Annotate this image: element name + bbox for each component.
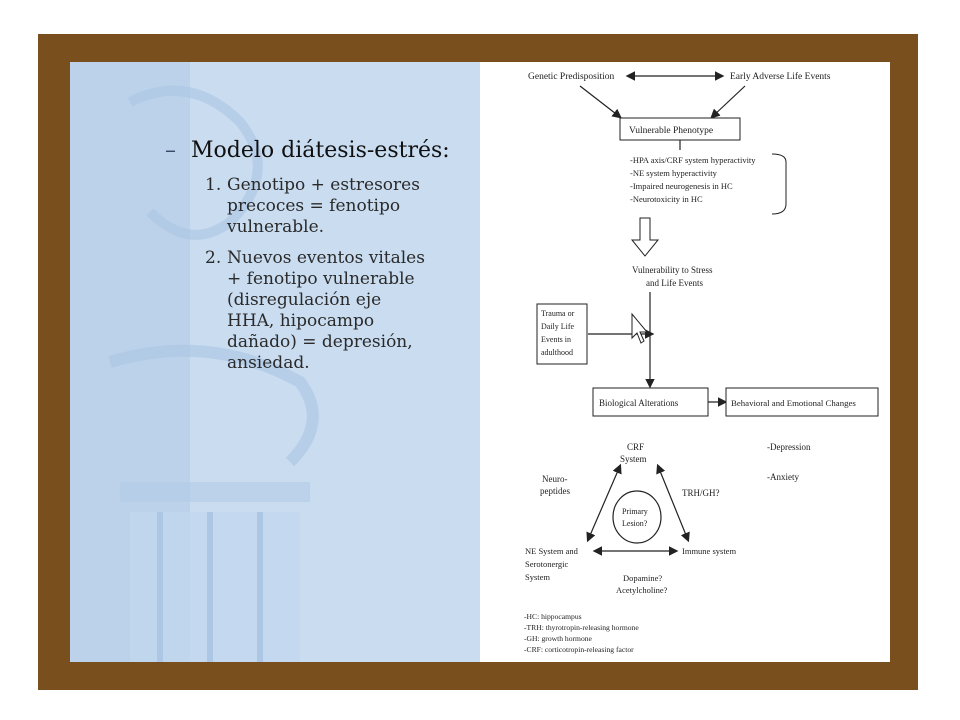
- lesion-line-1: Primary: [622, 507, 648, 516]
- biological-alterations-label: Biological Alterations: [599, 398, 679, 408]
- trauma-box: [536, 303, 588, 365]
- dopamine-line-2: Acetylcholine?: [616, 585, 668, 595]
- alteration-item: -Neurotoxicity in HC: [630, 194, 703, 204]
- neuropeptides-line-1: Neuro-: [542, 474, 568, 484]
- crf-line-2: System: [620, 454, 647, 464]
- legend-item: -CRF: corticotropin-releasing factor: [524, 645, 634, 654]
- behavioral-changes-label: Behavioral and Emotional Changes: [731, 398, 856, 408]
- triangle-edge-left: [586, 463, 622, 543]
- list-item: 2. Nuevos eventos vitales + fenotipo vul…: [205, 248, 495, 374]
- item-number: 2.: [205, 248, 222, 268]
- down-block-arrow: [630, 217, 660, 257]
- diagram-panel: Genetic Predisposition Early Adverse Lif…: [480, 62, 890, 662]
- legend-item: -TRH: thyrotropin-releasing hormone: [524, 623, 639, 632]
- vulnerable-phenotype-label: Vulnerable Phenotype: [629, 126, 713, 136]
- trauma-line: adulthood: [541, 348, 573, 357]
- behavioral-changes-box: [725, 387, 879, 417]
- item-text: Nuevos eventos vitales + fenotipo vulner…: [227, 248, 425, 373]
- dopamine-line-1: Dopamine?: [623, 573, 662, 583]
- slide-text: – Modelo diátesis-estrés: 1. Genotipo + …: [165, 137, 495, 384]
- cursor-icon: [631, 312, 649, 344]
- legend-item: -HC: hippocampus: [524, 612, 582, 621]
- dash-bullet: –: [165, 138, 176, 163]
- neuropeptides-line-2: peptides: [540, 486, 570, 496]
- lesion-line-2: Lesion?: [622, 519, 648, 528]
- genetic-predisposition-label: Genetic Predisposition: [528, 72, 615, 82]
- depression-label: -Depression: [767, 442, 811, 452]
- arrow-early-phenotype: [710, 85, 746, 119]
- alteration-item: -NE system hyperactivity: [630, 168, 718, 178]
- slide-heading: – Modelo diátesis-estrés:: [165, 137, 495, 165]
- arrow-genetic-phenotype: [579, 85, 622, 119]
- numbered-list: 1. Genotipo + estresores precoces = feno…: [165, 175, 495, 374]
- alteration-item: -Impaired neurogenesis in HC: [630, 181, 733, 191]
- triangle-edge-right: [656, 463, 690, 543]
- immune-system-label: Immune system: [682, 546, 736, 556]
- diathesis-stress-diagram: Genetic Predisposition Early Adverse Lif…: [524, 71, 879, 654]
- early-adverse-events-label: Early Adverse Life Events: [730, 71, 831, 82]
- column-decoration-image: [70, 62, 319, 662]
- primary-lesion-circle: [612, 490, 662, 544]
- trauma-line: Daily Life: [541, 322, 575, 331]
- item-text: Genotipo + estresores precoces = fenotip…: [227, 175, 420, 237]
- heading-text: Modelo diátesis-estrés:: [191, 138, 450, 163]
- trauma-line: Events in: [541, 335, 571, 344]
- alteration-item: -HPA axis/CRF system hyperactivity: [630, 155, 756, 165]
- list-item: 1. Genotipo + estresores precoces = feno…: [205, 175, 495, 238]
- ne-system-line: Serotonergic: [525, 559, 569, 569]
- crf-line-1: CRF: [627, 442, 644, 452]
- item-number: 1.: [205, 175, 222, 195]
- architectural-background: [70, 62, 480, 662]
- vulnerability-line-1: Vulnerability to Stress: [632, 265, 713, 275]
- legend-item: -GH: growth hormone: [524, 634, 593, 643]
- anxiety-label: -Anxiety: [767, 472, 799, 482]
- curly-brace: [771, 153, 787, 215]
- ne-system-line: NE System and: [525, 546, 579, 556]
- trauma-line: Trauma or: [541, 309, 575, 318]
- trh-gh-label: TRH/GH?: [682, 488, 720, 498]
- ne-system-line: System: [525, 572, 550, 582]
- vulnerability-line-2: and Life Events: [646, 278, 703, 288]
- slide-canvas: Genetic Predisposition Early Adverse Lif…: [70, 62, 890, 662]
